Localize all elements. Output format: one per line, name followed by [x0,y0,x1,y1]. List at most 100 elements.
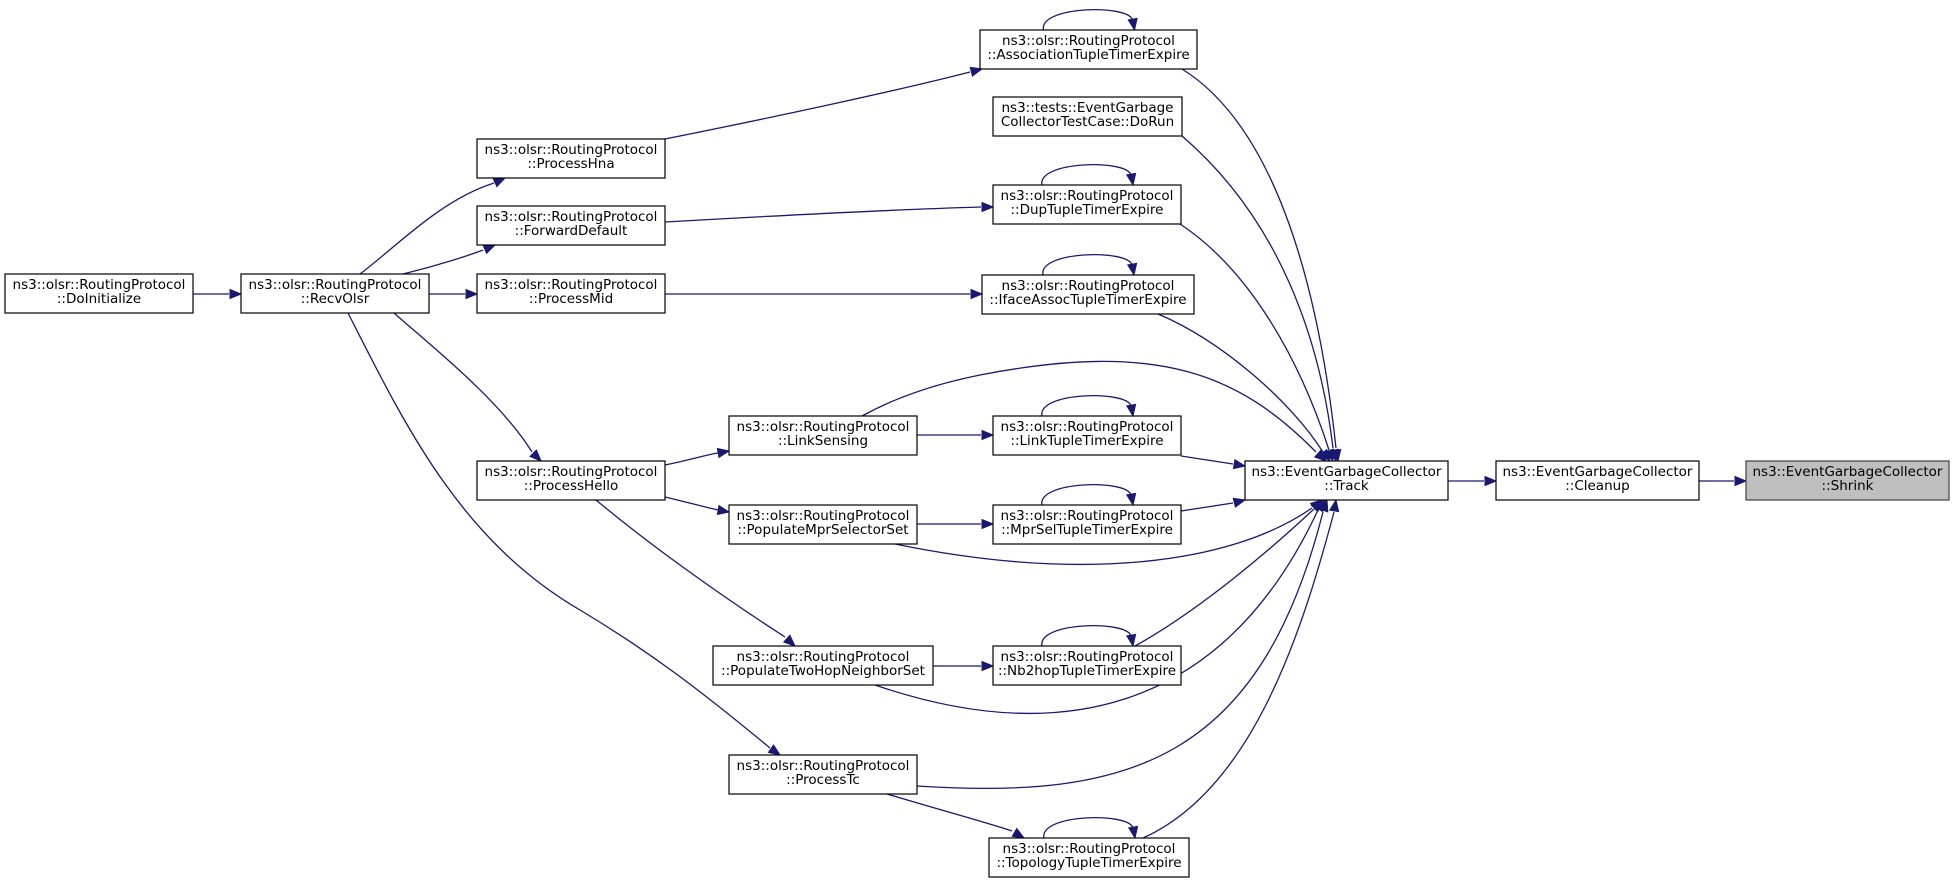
node-nb2[interactable]: ns3::olsr::RoutingProtocol::Nb2hopTupleT… [992,645,1182,686]
edge-tc-to-track [916,498,1329,790]
edge-arrowhead [1126,262,1138,277]
node-twohop[interactable]: ns3::olsr::RoutingProtocol::PopulateTwoH… [712,645,934,686]
node-namespace-label: ns3::EventGarbageCollector [1252,464,1442,480]
node-cleanup[interactable]: ns3::EventGarbageCollector::Cleanup [1495,460,1700,501]
edge-arrowhead [981,429,995,441]
edge-line [1142,511,1335,839]
node-iface[interactable]: ns3::olsr::RoutingProtocol::IfaceAssocTu… [981,274,1195,315]
node-method-label: ::LinkTupleTimerExpire [1010,433,1163,449]
edge-nb2-to-track [1134,499,1323,647]
node-namespace-label: ns3::olsr::RoutingProtocol [1001,419,1174,435]
node-tc[interactable]: ns3::olsr::RoutingProtocol::ProcessTc [728,754,918,795]
node-method-label: ::DoInitialize [57,291,141,307]
node-box [988,837,1190,878]
node-method-label: ::Track [1324,478,1369,494]
edge-hna-to-assoc [664,66,984,140]
edge-hello-to-twohop [595,499,796,647]
node-method-label: ::ProcessMid [529,291,613,307]
node-method-label: ::TopologyTupleTimerExpire [996,855,1181,871]
edge-dup-to-track [1179,223,1334,463]
edge-arrowhead [465,288,479,300]
node-namespace-label: ns3::olsr::RoutingProtocol [1002,33,1175,49]
node-recv[interactable]: ns3::olsr::RoutingProtocol::RecvOlsr [240,273,430,314]
node-method-label: ::LinkSensing [778,433,868,449]
edge-arrowhead [229,288,243,300]
node-box [1495,460,1700,501]
edge-line [1157,313,1324,453]
edge-line [1181,68,1337,449]
edge-arrowhead [1232,458,1247,470]
edge-hello-to-mprsel [664,496,731,516]
node-mprsel[interactable]: ns3::olsr::RoutingProtocol::PopulateMprS… [728,504,918,545]
node-method-label: ::DupTupleTimerExpire [1011,202,1164,218]
nodes-layer: ns3::olsr::RoutingProtocol::DoInitialize… [4,29,1950,878]
edge-arrowhead [1127,17,1138,32]
node-namespace-label: ns3::olsr::RoutingProtocol [737,419,910,435]
node-box [4,273,194,314]
node-track[interactable]: ns3::EventGarbageCollector::Track [1244,460,1449,501]
node-dup[interactable]: ns3::olsr::RoutingProtocol::DupTupleTime… [992,184,1182,225]
edge-nb2-to-nb2 [1041,625,1137,648]
edge-arrowhead [1125,492,1137,507]
edge-cleanup-to-shrink [1699,475,1748,487]
node-box [992,645,1182,686]
node-namespace-label: ns3::olsr::RoutingProtocol [1003,841,1176,857]
edge-line [1180,502,1234,512]
node-method-label: ::RecvOlsr [301,291,370,307]
edge-tc-to-topo [886,793,1026,839]
node-assoc[interactable]: ns3::olsr::RoutingProtocol::AssociationT… [979,29,1198,70]
edge-arrowhead [492,177,507,188]
node-box [728,415,918,456]
node-linkt[interactable]: ns3::olsr::RoutingProtocol::LinkTupleTim… [992,415,1182,456]
node-doinit[interactable]: ns3::olsr::RoutingProtocol::DoInitialize [4,273,194,314]
node-box [476,205,666,246]
node-mid[interactable]: ns3::olsr::RoutingProtocol::ProcessMid [476,273,666,314]
edge-line [664,452,719,466]
node-hna[interactable]: ns3::olsr::RoutingProtocol::ProcessHna [476,138,666,179]
edge-line [1180,455,1234,465]
node-tests[interactable]: ns3::tests::EventGarbageCollectorTestCas… [992,96,1183,137]
edge-arrowhead [1328,498,1340,513]
edge-arrowhead [482,244,497,255]
edge-line [359,182,495,275]
node-hello[interactable]: ns3::olsr::RoutingProtocol::ProcessHello [476,460,666,501]
node-box [728,504,918,545]
edge-line [1134,508,1315,647]
edge-tests-to-track [1181,135,1339,463]
edge-line [393,312,533,453]
node-box [240,273,430,314]
edge-line [1042,9,1134,31]
node-method-label: ::Shrink [1822,478,1874,494]
edge-line [1181,135,1334,449]
edge-arrowhead [1125,172,1137,187]
node-method-label: ::ProcessTc [786,772,860,788]
node-method-label: ::PopulateTwoHopNeighborSet [721,663,925,679]
edge-line [347,312,771,749]
edge-line [664,206,982,223]
node-namespace-label: ns3::olsr::RoutingProtocol [737,508,910,524]
node-box [476,138,666,179]
node-namespace-label: ns3::olsr::RoutingProtocol [737,758,910,774]
edge-arrowhead [782,634,796,647]
edge-link-to-linkt [917,429,995,441]
node-namespace-label: ns3::olsr::RoutingProtocol [249,277,422,293]
node-shrink[interactable]: ns3::EventGarbageCollector::Shrink [1745,460,1950,501]
node-link[interactable]: ns3::olsr::RoutingProtocol::LinkSensing [728,415,918,456]
node-mprselt[interactable]: ns3::olsr::RoutingProtocol::MprSelTupleT… [992,504,1182,545]
node-topo[interactable]: ns3::olsr::RoutingProtocol::TopologyTupl… [988,837,1190,878]
node-method-label: ::PopulateMprSelectorSet [737,522,908,538]
node-box [979,29,1198,70]
node-box [992,415,1182,456]
edge-recv-to-mid [429,288,479,300]
edge-dup-to-dup [1041,164,1137,187]
node-namespace-label: ns3::olsr::RoutingProtocol [13,277,186,293]
edge-iface-to-track [1157,313,1331,463]
node-namespace-label: ns3::olsr::RoutingProtocol [737,649,910,665]
node-namespace-label: ns3::tests::EventGarbage [1001,100,1173,116]
edge-arrowhead [1125,633,1137,648]
edges-layer [193,9,1748,840]
node-namespace-label: ns3::EventGarbageCollector [1503,464,1693,480]
edge-line [1042,254,1133,276]
node-fwd[interactable]: ns3::olsr::RoutingProtocol::ForwardDefau… [476,205,666,246]
edge-mprselt-to-track [1180,497,1247,512]
